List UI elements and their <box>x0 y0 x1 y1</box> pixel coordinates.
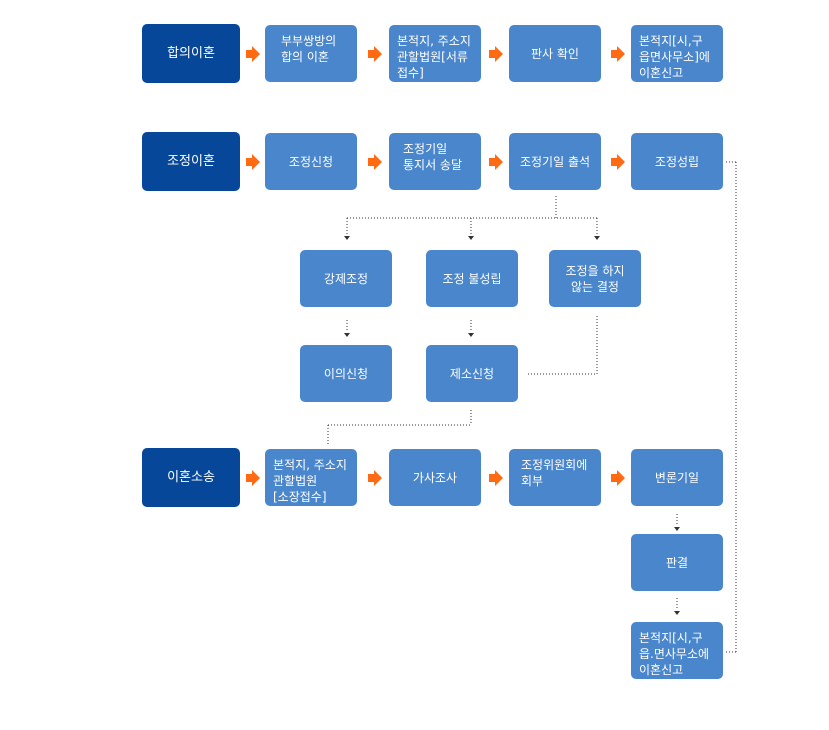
orange-arrow-icon <box>611 46 625 62</box>
orange-arrow-icon <box>489 46 503 62</box>
litigation-step-1: 본적지, 주소지 관할법원 [소장접수] <box>265 449 357 506</box>
orange-arrow-icon <box>246 46 260 62</box>
mediation-branch-failed: 조정 불성립 <box>426 250 518 307</box>
orange-arrow-icon <box>368 154 382 170</box>
orange-arrow-icon <box>368 470 382 486</box>
agreement-step-4: 본적지[시,구 읍면사무소]에 이혼신고 <box>631 25 723 82</box>
orange-arrow-icon <box>489 470 503 486</box>
mediation-branch-forced: 강제조정 <box>300 250 392 307</box>
litigation-step-3: 조정위원회에 회부 <box>509 449 601 506</box>
orange-arrow-icon <box>246 154 260 170</box>
mediation-branch-no-decision: 조정을 하지 않는 결정 <box>549 250 641 307</box>
agreement-step-3: 판사 확인 <box>509 25 601 82</box>
orange-arrow-icon <box>246 470 260 486</box>
agreement-step-2: 본적지, 주소지 관할법원[서류 접수] <box>389 25 481 82</box>
litigation-divorce-title: 이혼소송 <box>142 448 240 507</box>
mediation-outcome-lawsuit: 제소신청 <box>426 345 518 402</box>
arrowhead <box>674 527 680 531</box>
litigation-final-report: 본적지[시,구 읍.면사무소에 이혼신고 <box>631 622 723 679</box>
orange-arrow-icon <box>489 154 503 170</box>
arrowhead <box>468 333 474 337</box>
mediation-step-2: 조정기일 통지서 송달 <box>389 133 481 190</box>
mediation-step-4: 조정성립 <box>631 133 723 190</box>
arrowhead <box>344 333 350 337</box>
agreement-step-1: 부부쌍방의 합의 이혼 <box>265 25 357 82</box>
mediation-divorce-title: 조정이혼 <box>142 132 240 191</box>
orange-arrow-icon <box>368 46 382 62</box>
mediation-outcome-objection: 이의신청 <box>300 345 392 402</box>
agreement-divorce-title: 합의이혼 <box>142 24 240 83</box>
arrowhead <box>344 236 350 240</box>
mediation-step-3: 조정기일 출석 <box>509 133 601 190</box>
litigation-step-2: 가사조사 <box>389 449 481 506</box>
litigation-step-4: 변론기일 <box>631 449 723 506</box>
mediation-step-1: 조정신청 <box>265 133 357 190</box>
arrowhead <box>468 236 474 240</box>
orange-arrow-icon <box>611 154 625 170</box>
arrowhead <box>594 236 600 240</box>
arrowhead <box>674 611 680 615</box>
orange-arrow-icon <box>611 470 625 486</box>
litigation-judgment: 판결 <box>631 534 723 591</box>
